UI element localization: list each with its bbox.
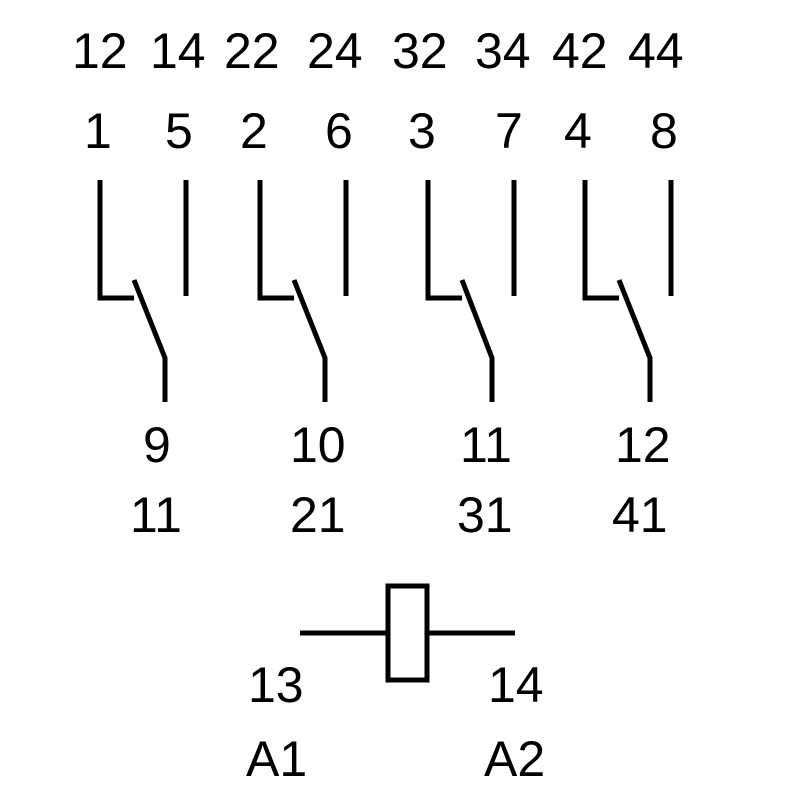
contact-1-no-iec-label: 14 (150, 23, 206, 79)
contact-3-no-iec-label: 34 (475, 23, 531, 79)
contact-1-nc-label: 1 (84, 103, 112, 159)
contact-3-no-label: 7 (495, 103, 523, 159)
relay-coil-symbol (300, 583, 515, 683)
contact-2-symbol (257, 180, 349, 402)
coil-left-label: A1 (246, 731, 307, 787)
contact-4-no-iec-label: 44 (628, 23, 684, 79)
contact-1-nc-iec-label: 12 (72, 23, 128, 79)
contact-4-nc-terminal (582, 180, 619, 301)
contact-4-switch-blade (616, 279, 653, 402)
contact-2-common-iec-label: 21 (290, 487, 346, 543)
contact-4-symbol (582, 180, 674, 402)
coil-right-label: A2 (484, 731, 545, 787)
contact-2-nc-label: 2 (240, 103, 268, 159)
contact-3-common-label: 11 (460, 417, 512, 473)
contact-2-switch-blade (291, 279, 328, 402)
coil-left-number: 13 (248, 657, 304, 713)
contact-3-nc-iec-label: 32 (392, 23, 448, 79)
contact-3-switch-blade (459, 279, 495, 402)
contact-4-common-iec-label: 41 (612, 487, 668, 543)
contact-1-common-label: 9 (143, 417, 171, 473)
contact-1-symbol (97, 180, 189, 402)
contact-4-nc-label: 4 (564, 103, 592, 159)
contact-4-no-label: 8 (650, 103, 678, 159)
contact-3-nc-label: 3 (408, 103, 436, 159)
coil-body (385, 583, 430, 683)
contact-2-no-label: 6 (325, 103, 353, 159)
coil-right-number: 14 (488, 657, 544, 713)
contact-2-nc-terminal (257, 180, 294, 301)
contact-1-nc-terminal (97, 180, 134, 301)
contact-3-nc-terminal (425, 180, 462, 301)
contact-2-common-label: 10 (290, 417, 346, 473)
contact-3-common-iec-label: 31 (457, 487, 513, 543)
contact-2-no-iec-label: 24 (307, 23, 363, 79)
contact-1-common-iec-label: 11 (130, 487, 182, 543)
contact-1-switch-blade (131, 279, 168, 402)
contact-4-nc-iec-label: 42 (552, 23, 608, 79)
contact-1-no-label: 5 (165, 103, 193, 159)
contact-4-common-label: 12 (615, 417, 671, 473)
contact-3-symbol (425, 180, 517, 402)
contact-2-nc-iec-label: 22 (224, 23, 280, 79)
